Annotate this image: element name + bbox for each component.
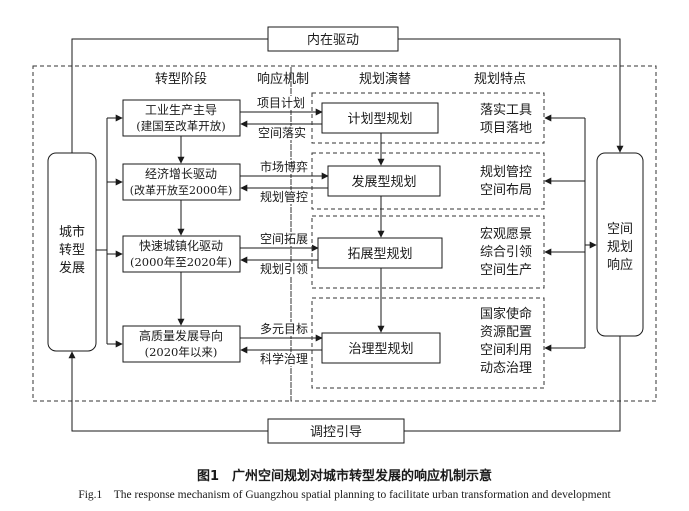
plan-group-2 (311, 152, 545, 210)
feature-4-3: 空间利用 (480, 343, 532, 358)
header-stage: 转型阶段 (155, 72, 207, 87)
plan-group-3 (311, 215, 545, 289)
stage-1-line-2: (建国至改革开放) (136, 119, 225, 133)
stage-2-line-1: 经济增长驱动 (145, 166, 217, 181)
feature-2-2: 空间布局 (480, 183, 532, 198)
left-box-line-2: 转型 (59, 243, 85, 258)
stage-1-line-1: 工业生产主导 (145, 103, 217, 117)
mechanism-1-top: 项目计划 (257, 96, 305, 110)
plan-group-1 (311, 92, 545, 144)
bottom-loop-right (404, 336, 621, 432)
feature-3-3: 空间生产 (480, 263, 532, 278)
feature-1-2: 项目落地 (480, 121, 532, 136)
figure-caption-en: Fig.1 The response mechanism of Guangzho… (78, 489, 611, 501)
plan-box-4 (321, 332, 441, 364)
mechanism-3-top: 空间拓展 (260, 232, 308, 246)
left-urban-box (47, 152, 97, 352)
figure-caption-cn: 图1 广州空间规划对城市转型发展的响应机制示意 (196, 469, 493, 484)
top-label-box (267, 26, 399, 52)
feature-2-1: 规划管控 (480, 165, 532, 180)
feature-4-1: 国家使命 (480, 306, 532, 322)
bottom-loop-left (68, 351, 268, 432)
stage-4-line-2: (2020年以来) (145, 345, 218, 359)
feature-4-2: 资源配置 (480, 325, 532, 340)
left-dashed-region (32, 65, 292, 402)
diagram-canvas: 内在驱动 调控引导 转型阶段 响应机制 规划演替 规划特点 城市 转型 发展 空… (32, 26, 657, 444)
right-box-line-2: 规划 (607, 240, 633, 255)
header-mechanism: 响应机制 (257, 71, 309, 87)
feature-1-1: 落实工具 (480, 103, 532, 118)
top-label: 内在驱动 (307, 32, 359, 48)
plan-box-1 (321, 102, 439, 134)
header-features: 规划特点 (474, 72, 526, 87)
top-loop-left (71, 38, 268, 153)
plan-group-4 (311, 297, 545, 389)
mechanism-2-bottom: 规划管控 (260, 189, 308, 204)
right-response-box (596, 152, 644, 337)
bottom-label: 调控引导 (310, 425, 362, 440)
stage-3-line-2: (2000年至2020年) (130, 255, 232, 269)
mechanism-4-bottom: 科学治理 (260, 351, 308, 366)
header-evolution: 规划演替 (359, 71, 411, 87)
feature-4-4: 动态治理 (480, 361, 532, 376)
stage-4-line-1: 高质量发展导向 (139, 328, 223, 343)
mechanism-1-bottom: 空间落实 (258, 125, 306, 140)
mechanism-2-top: 市场博弈 (260, 159, 308, 174)
plan-3-label: 拓展型规划 (347, 247, 412, 262)
stage-2-line-2: (改革开放至2000年) (130, 183, 233, 197)
plan-2-label: 发展型规划 (351, 174, 416, 190)
plan-1-label: 计划型规划 (347, 112, 412, 127)
top-loop-right (398, 38, 624, 153)
stage-3-line-1: 快速城镇化驱动 (139, 239, 223, 253)
stage-box-4 (122, 325, 241, 363)
feature-3-1: 宏观愿景 (480, 227, 532, 242)
right-box-line-3: 响应 (607, 257, 633, 273)
plan-box-2 (327, 165, 441, 197)
feature-3-2: 综合引领 (480, 245, 532, 260)
mechanism-3-bottom: 规划引领 (260, 261, 308, 276)
left-box-line-3: 发展 (59, 260, 85, 276)
plan-4-label: 治理型规划 (348, 342, 413, 357)
left-box-line-1: 城市 (59, 224, 85, 240)
mechanism-4-top: 多元目标 (260, 322, 308, 336)
stage-box-2 (122, 163, 241, 201)
right-box-line-1: 空间 (607, 222, 633, 237)
bottom-label-box (267, 418, 405, 444)
plan-box-3 (317, 237, 443, 269)
